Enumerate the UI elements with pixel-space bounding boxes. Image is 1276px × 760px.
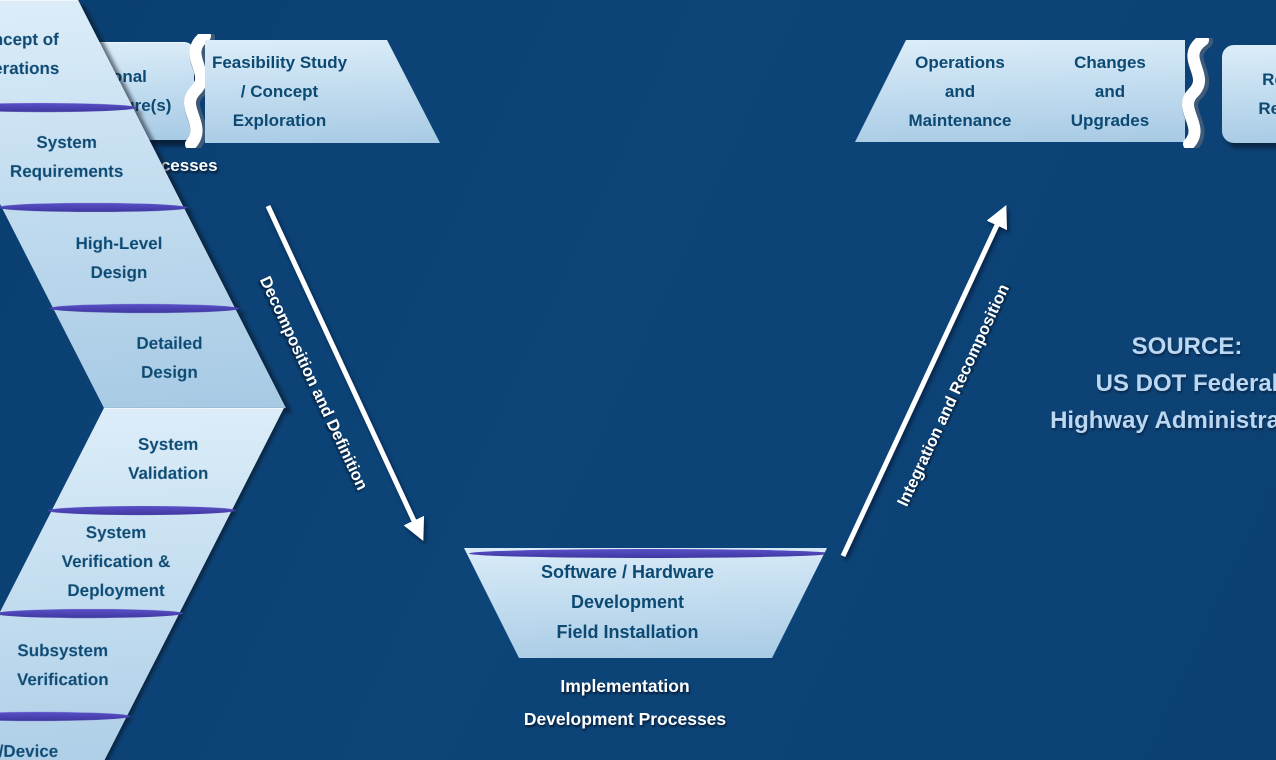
phase-label: System Verification & Deployment [61,523,171,600]
integration-arrow-icon [840,205,1008,558]
phase-operations-maintenance: Operations and Maintenance [885,40,1035,142]
phase-label: Software / Hardware Development Field In… [540,562,715,642]
phase-label: Unit/Device Testing [0,742,58,760]
phase-label: System Validation [127,435,209,483]
phase-changes-upgrades: Changes and Upgrades [1035,40,1185,142]
phase-detailed-design: Detailed Design [53,308,286,408]
phase-label: Subsystem Verification [17,640,110,689]
implementation-processes-label: Implementation Development Processes [523,676,727,729]
phase-system-verification-deployment: System Verification & Deployment [0,510,232,613]
phase-divider [0,203,191,212]
phase-label: Feasibility Study / Concept Exploration [211,53,348,130]
phase-label: Concept of Operations [0,29,60,78]
phase-label: System Requirements [10,133,124,181]
phase-divider [469,549,827,558]
phase-feasibility-study: Feasibility Study / Concept Exploration [205,40,440,143]
section-break-icon [1182,38,1213,148]
phase-software-hardware-development: Software / Hardware Development Field In… [464,548,827,658]
phase-retire-replace: Retire / Replace [1222,45,1276,143]
phase-system-validation: System Validation [52,408,284,510]
phase-label: Retire / Replace [1258,70,1276,118]
phase-unit-device-testing: Unit/Device Testing [0,716,127,760]
decomposition-arrow-icon [265,204,425,541]
phase-label: High-Level Design [74,233,162,282]
phase-label: Detailed Design [136,334,203,382]
phase-label: Changes and Upgrades [1070,52,1150,130]
integration-wing: System Validation System Verification & … [0,408,284,760]
phase-label: Operations and Maintenance [908,52,1012,130]
source-attribution: SOURCE: US DOT Federal Highway Administr… [1050,333,1276,434]
section-break-icon [184,34,215,148]
operations-band: Operations and Maintenance Changes and U… [855,40,1185,142]
phase-subsystem-verification: Subsystem Verification [0,613,179,716]
phase-high-level-design: High-Level Design [2,207,235,308]
